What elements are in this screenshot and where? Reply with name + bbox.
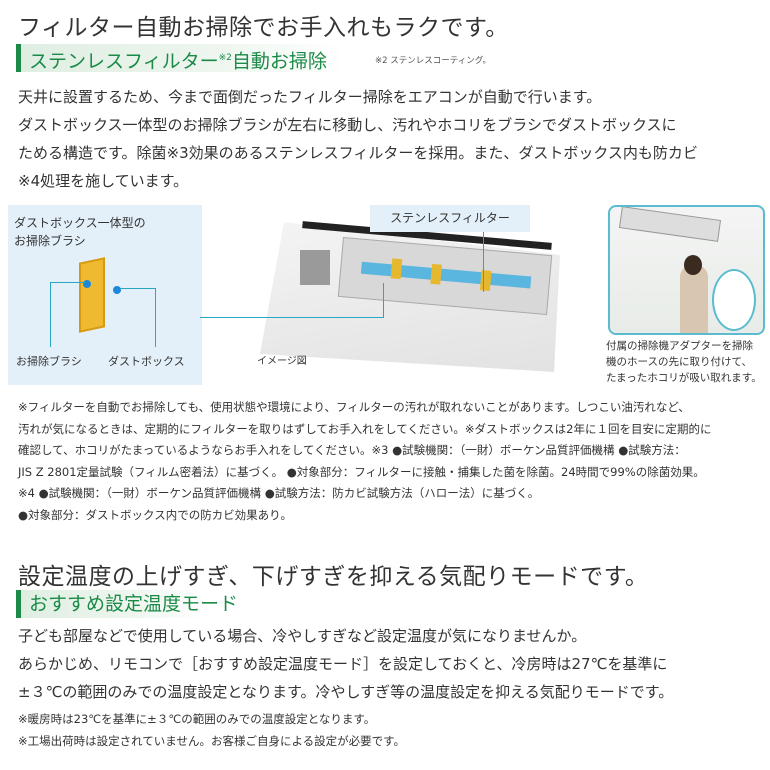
note-line: ※暖房時は23℃を基準に±３℃の範囲のみでの温度設定となります。: [18, 712, 376, 726]
body-line: ダストボックス一体型のお掃除ブラシが左右に移動し、汚れやホコリをブラシでダストボ…: [18, 116, 677, 134]
subheading-tail: 自動お掃除: [231, 50, 327, 73]
note-line: JIS Z 2801定量試験（フィルム密着法）に基づく。 ●対象部分：フィルター…: [18, 464, 705, 479]
vacuum-adapter-photo: [608, 205, 765, 335]
brush-box-title: ダストボックス一体型の お掃除ブラシ: [14, 214, 146, 250]
note-line: 確認して、ホコリがたまっているようならお手入れをしてください。※3 ●試験機関：…: [18, 443, 686, 457]
subheading-sup: ※2: [218, 53, 232, 63]
body-line: ※4処理を施しています。: [18, 172, 189, 190]
section2-notes: ※暖房時は23℃を基準に±３℃の範囲のみでの温度設定となります。 ※工場出荷時は…: [18, 708, 405, 752]
caption-line: 付属の掃除機アダプターを掃除: [606, 340, 753, 352]
section1-notes: ※フィルターを自動でお掃除しても、使用状態や環境により、フィルターの汚れが取れな…: [18, 397, 712, 526]
body-line: あらかじめ、リモコンで［おすすめ設定温度モード］を設定しておくと、冷房時は27℃…: [18, 655, 668, 673]
body-line: ためる構造です。除菌※3効果のあるステンレスフィルターを採用。また、ダストボック…: [18, 144, 698, 162]
note-line: ※工場出荷時は設定されていません。お客様ご自身による設定が必要です。: [18, 734, 405, 748]
label-dustbox: ダストボックス: [108, 355, 185, 368]
section1-title: フィルター自動お掃除でお手入れもラクです。: [18, 15, 509, 41]
note-line: ●対象部分：ダストボックス内での防カビ効果あり。: [18, 507, 292, 522]
ac-motor-box: [300, 250, 330, 285]
footnote-2: ※2 ステンレスコーティング。: [375, 56, 492, 66]
subheading-text: ステンレスフィルター: [29, 50, 219, 73]
box-title-line: ダストボックス一体型の: [14, 216, 146, 230]
note-line: 汚れが気になるときは、定期的にフィルターを取りはずしてお手入れをしてください。※…: [18, 421, 712, 436]
note-line: ※4 ●試験機関：（一財）ボーケン品質評価機構 ●試験方法：防カビ試験方法（ハロ…: [18, 486, 540, 500]
body-line: 天井に設置するため、今まで面倒だったフィルター掃除をエアコンが自動で行います。: [18, 88, 602, 106]
body-line: 子ども部屋などで使用している場合、冷やしすぎなど設定温度が気になりませんか。: [18, 627, 587, 645]
section2-subheading: おすすめ設定温度モード: [16, 590, 238, 618]
brush-unit-image: [75, 257, 133, 353]
note-line: ※フィルターを自動でお掃除しても、使用状態や環境により、フィルターの汚れが取れな…: [18, 400, 690, 414]
photo-caption: 付属の掃除機アダプターを掃除 機のホースの先に取り付けて、 たまったホコリが吸い…: [606, 338, 762, 386]
brush-info-box: [8, 205, 202, 385]
section2-body: 子ども部屋などで使用している場合、冷やしすぎなど設定温度が気になりませんか。 あ…: [18, 622, 673, 706]
section1-subheading: ステンレスフィルター※2自動お掃除: [16, 44, 346, 72]
image-caption: イメージ図: [257, 356, 307, 367]
section2-title: 設定温度の上げすぎ、下げすぎを抑える気配りモードです。: [18, 564, 649, 590]
label-stainless-filter: ステンレスフィルター: [370, 205, 530, 232]
label-brush: お掃除ブラシ: [16, 355, 82, 368]
section1-body: 天井に設置するため、今まで面倒だったフィルター掃除をエアコンが自動で行います。 …: [18, 83, 698, 195]
box-title-line: お掃除ブラシ: [14, 234, 86, 248]
caption-line: たまったホコリが吸い取れます。: [606, 372, 762, 384]
body-line: ±３℃の範囲のみでの温度設定となります。冷やしすぎ等の温度設定を抑える気配りモー…: [18, 683, 674, 701]
caption-line: 機のホースの先に取り付けて、: [606, 356, 752, 368]
